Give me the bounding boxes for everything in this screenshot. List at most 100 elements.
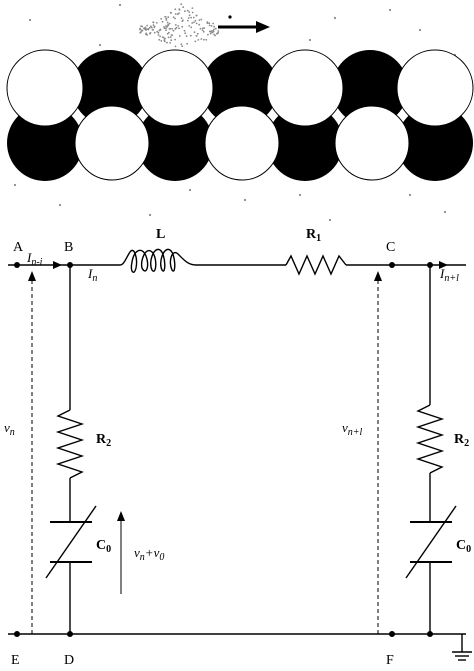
node-dot-right-bottom — [427, 631, 433, 637]
resistor-r2-right — [415, 404, 445, 474]
wave-speck — [170, 39, 173, 42]
wave-speck — [168, 28, 171, 30]
top-black-disc — [332, 50, 408, 126]
wave-speck — [198, 19, 201, 21]
wave-speck — [161, 20, 164, 23]
wave-speck — [174, 24, 177, 26]
wave-speck — [187, 17, 190, 19]
wave-speck — [178, 12, 180, 15]
wave-speck — [198, 23, 201, 26]
top-white-disc — [136, 49, 214, 127]
background-speck — [13, 183, 17, 187]
wave-speck — [178, 27, 180, 30]
inductor-label: L — [156, 227, 165, 242]
wave-speck — [172, 29, 175, 32]
node-dot-c — [389, 262, 395, 268]
circuit — [8, 248, 472, 661]
wave-speck — [160, 17, 163, 20]
wave-speck — [167, 16, 170, 19]
current-labels: In-i In In+l — [26, 250, 459, 284]
wave-speck — [145, 33, 147, 36]
wave-speck — [208, 24, 211, 27]
wave-speck — [216, 32, 218, 35]
wave-speck — [195, 22, 198, 25]
wave-speck — [187, 19, 189, 22]
wave-speck — [165, 27, 167, 30]
wave-speck — [155, 22, 158, 24]
wave-speck — [158, 38, 161, 41]
background-speck — [28, 18, 32, 22]
background-speck — [308, 38, 312, 42]
wave-speck — [153, 31, 156, 34]
background-speck — [243, 198, 247, 202]
wave-speck — [199, 27, 202, 30]
vn-arrowhead — [28, 271, 36, 281]
wave-speck — [202, 27, 204, 30]
voltage-label-vsum: vn+v0 — [134, 545, 164, 563]
wave-speck — [205, 38, 208, 41]
varactor-slash — [405, 505, 457, 579]
current-label-out: In+l — [439, 266, 459, 284]
wave-speck — [174, 38, 177, 41]
wave-speck — [200, 38, 203, 40]
wave-speck — [156, 30, 159, 33]
background-speck — [298, 193, 302, 197]
wave-speck — [141, 29, 144, 32]
node-label-c: C — [386, 240, 395, 255]
wave-speck — [168, 22, 171, 25]
wave-speck — [210, 25, 213, 27]
wave-speck — [188, 14, 191, 17]
wave-speck — [182, 6, 185, 9]
wave-speck — [174, 8, 177, 11]
top-white-disc — [396, 49, 474, 127]
background-speck — [333, 16, 337, 20]
wave-speck — [217, 31, 220, 34]
wave-speck — [165, 19, 168, 21]
voltage-label-vn1: vn+l — [342, 420, 363, 438]
background-speck — [118, 3, 122, 7]
bottom-black-disc — [137, 105, 213, 181]
wave-speck — [170, 34, 173, 36]
wave-speck — [185, 35, 188, 37]
top-black-disc — [202, 50, 278, 126]
varactor-slash — [45, 505, 97, 579]
wave-speck — [175, 26, 178, 29]
wave-speck — [171, 27, 174, 30]
wave-speck — [214, 27, 217, 30]
inductor-coil — [119, 248, 197, 273]
top-black-disc — [72, 50, 148, 126]
wave-speck — [149, 31, 152, 34]
wave-speck — [213, 33, 216, 36]
node-label-d: D — [64, 653, 74, 668]
resistor-r2-left — [55, 409, 85, 479]
wave-speck — [167, 36, 170, 39]
background-speck — [408, 193, 412, 197]
wave-speck — [144, 28, 147, 31]
wave-speck — [146, 24, 149, 27]
c0-left-label: C0 — [96, 538, 111, 555]
wave-speck — [153, 25, 156, 28]
bottom-black-disc — [7, 105, 83, 181]
r2-left-label: R2 — [96, 432, 111, 449]
wave-speck — [172, 16, 175, 19]
wave-speck — [206, 21, 209, 24]
wave-speck — [188, 11, 191, 13]
wave-speck — [210, 30, 213, 32]
wave-speck — [178, 35, 181, 37]
wave-speck — [197, 39, 200, 41]
wave-speck — [217, 30, 220, 32]
background-speck — [443, 210, 447, 214]
wave-speck — [191, 11, 194, 14]
node-dot-b — [67, 262, 73, 268]
background-speck — [58, 203, 62, 207]
wave-speck — [196, 32, 199, 35]
wave-speck — [174, 13, 177, 15]
wave-speck — [184, 32, 187, 35]
wave-speck — [192, 16, 195, 19]
wave-speck — [140, 31, 142, 33]
background-speck — [148, 213, 152, 217]
node-dot-d — [67, 631, 73, 637]
node-dot-e — [14, 631, 20, 637]
background-speck — [418, 28, 422, 32]
wave-speck — [195, 14, 198, 17]
